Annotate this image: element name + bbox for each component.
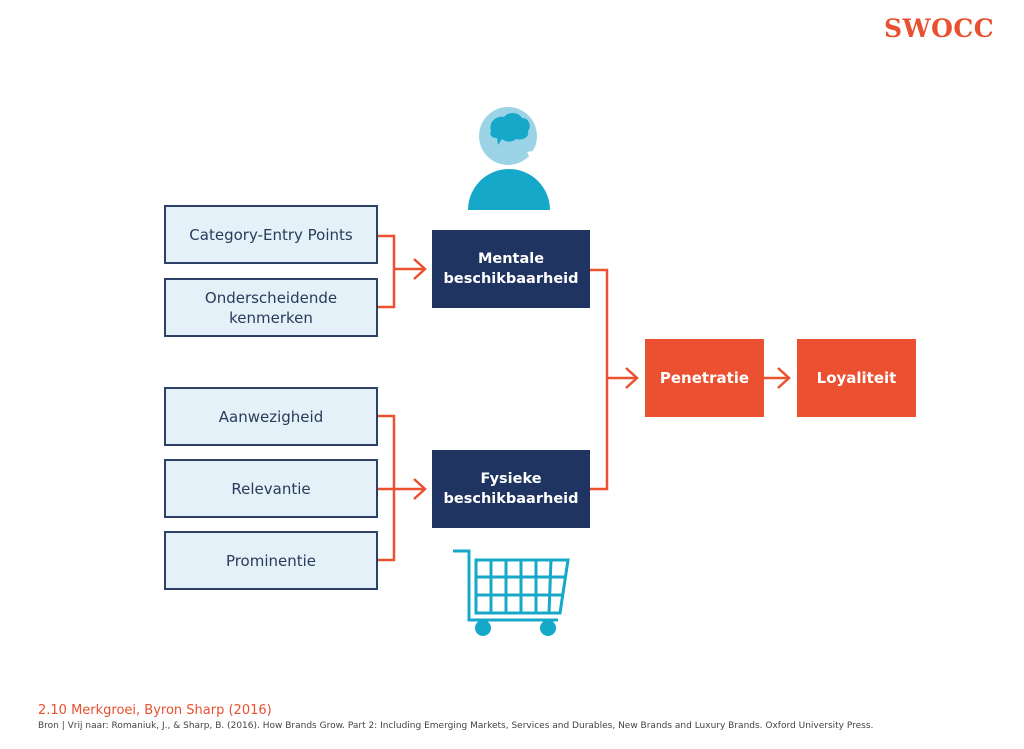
box-fysieke-beschikbaarheid: Fysieke beschikbaarheid [432,450,590,528]
label-aanwezigheid: Aanwezigheid [218,407,324,426]
label-mentale-beschikbaarheid: Mentale beschikbaarheid [443,251,579,287]
box-onderscheidende-kenmerken: Onderscheidende kenmerken [164,278,378,337]
figure-title: 2.10 Merkgroei, Byron Sharp (2016) [38,703,272,718]
box-prominentie: Prominentie [164,531,378,590]
shopping-cart-icon [453,549,570,622]
label-penetratie: Penetratie [659,369,750,387]
label-category-entry-points: Category-Entry Points [189,225,353,244]
box-mentale-beschikbaarheid: Mentale beschikbaarheid [432,230,590,308]
label-prominentie: Prominentie [225,551,317,570]
arrowhead-physical [413,478,427,500]
label-loyaliteit: Loyaliteit [816,369,897,387]
connector-merge [590,268,609,491]
person-brain-icon [468,107,550,210]
label-fysieke-beschikbaarheid: Fysieke beschikbaarheid [443,471,579,507]
box-aanwezigheid: Aanwezigheid [164,387,378,446]
connector-mental-inputs [378,234,396,309]
arrowhead-penetratie [625,367,639,389]
box-penetratie: Penetratie [645,339,764,417]
swocc-logo: SWOCC [884,14,995,43]
arrowhead-loyaliteit [777,367,791,389]
cart-wheels [475,620,556,636]
figure-source: Bron | Vrij naar: Romaniuk, J., & Sharp,… [38,721,874,731]
box-category-entry-points: Category-Entry Points [164,205,378,264]
box-relevantie: Relevantie [164,459,378,518]
arrowhead-mental [413,258,427,280]
label-relevantie: Relevantie [231,479,311,498]
label-onderscheidende-kenmerken: Onderscheidende kenmerken [204,288,338,327]
box-loyaliteit: Loyaliteit [797,339,916,417]
